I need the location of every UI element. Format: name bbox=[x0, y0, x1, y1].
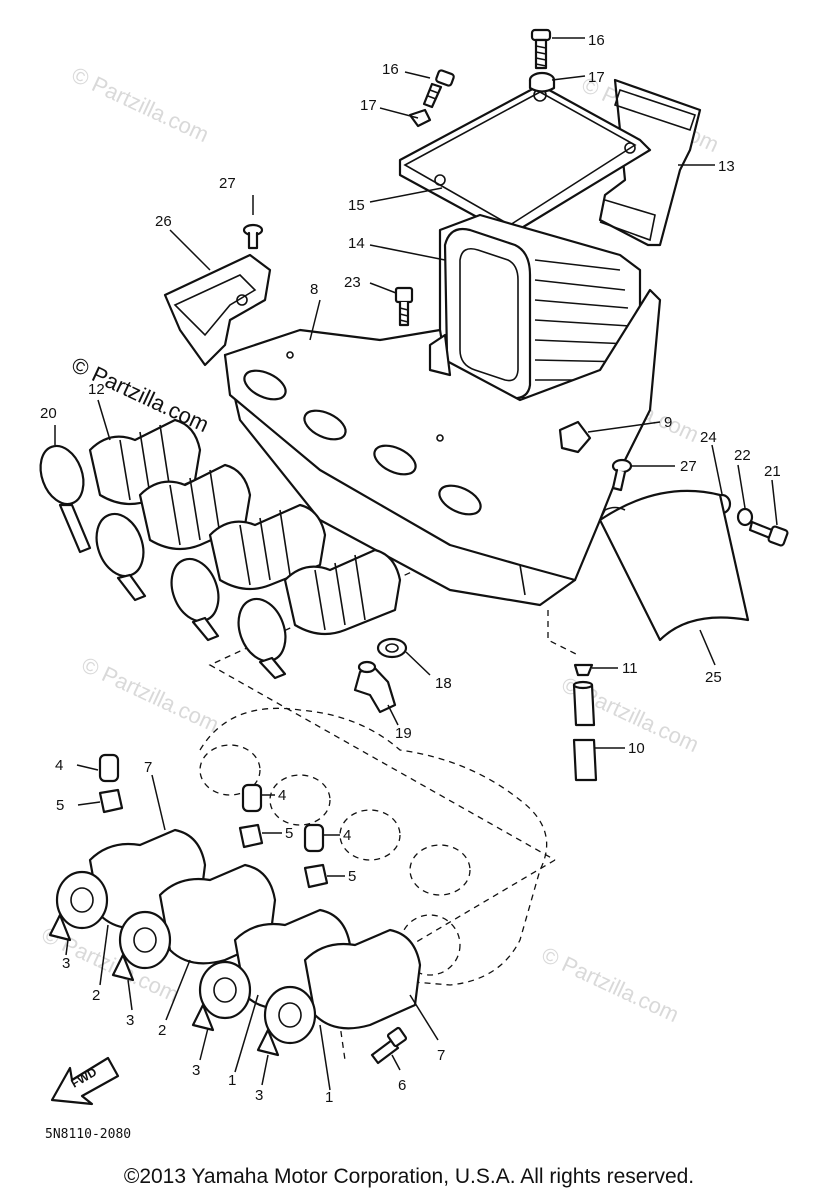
screw-6 bbox=[370, 1026, 408, 1065]
callout-16-left: 16 bbox=[382, 61, 399, 78]
screw-27-upper bbox=[242, 223, 264, 250]
callout-2-b: 2 bbox=[158, 1022, 166, 1039]
callout-26: 26 bbox=[155, 213, 172, 230]
watermark-7: © Partzilla.com bbox=[538, 942, 683, 1027]
callout-7-lower: 7 bbox=[437, 1047, 445, 1064]
side-cover-13 bbox=[598, 78, 702, 247]
callout-1-b: 1 bbox=[325, 1089, 333, 1106]
bolt-16-left bbox=[422, 69, 455, 109]
callout-17-right: 17 bbox=[588, 69, 605, 86]
washer-17-right bbox=[528, 71, 556, 93]
callout-8: 8 bbox=[310, 281, 318, 298]
watermark-4: © Partzilla.com bbox=[78, 652, 223, 737]
callout-18: 18 bbox=[435, 675, 452, 692]
bolt-21 bbox=[748, 520, 789, 547]
callout-labels: 16 16 17 17 13 27 15 14 26 8 23 20 12 9 … bbox=[40, 32, 781, 1106]
callout-2-a: 2 bbox=[92, 987, 100, 1004]
callout-14: 14 bbox=[348, 235, 365, 252]
clip-5-b bbox=[238, 823, 264, 849]
callout-9: 9 bbox=[664, 414, 672, 431]
callout-3-c: 3 bbox=[192, 1062, 200, 1079]
watermark-1: © Partzilla.com bbox=[68, 62, 213, 147]
drawing-code: 5N8110-2080 bbox=[45, 1127, 131, 1142]
callout-3-a: 3 bbox=[62, 955, 70, 972]
callout-27-lower: 27 bbox=[680, 458, 697, 475]
clip-5-c bbox=[303, 863, 329, 889]
callout-27-upper: 27 bbox=[219, 175, 236, 192]
copyright-notice: ©2013 Yamaha Motor Corporation, U.S.A. A… bbox=[123, 1165, 695, 1188]
clip-5-a bbox=[98, 788, 124, 814]
callout-22: 22 bbox=[734, 447, 751, 464]
carb-joint-4 bbox=[256, 928, 422, 1057]
bolt-16-right bbox=[530, 28, 552, 70]
callout-5-a: 5 bbox=[56, 797, 64, 814]
cap-4-a bbox=[98, 753, 120, 783]
callout-15: 15 bbox=[348, 197, 365, 214]
nut-17-left bbox=[408, 108, 432, 128]
callout-6: 6 bbox=[398, 1077, 406, 1094]
washer-22 bbox=[736, 507, 754, 527]
clip-11 bbox=[573, 663, 594, 677]
clamp-20-3 bbox=[170, 557, 220, 642]
panel-25 bbox=[598, 489, 750, 642]
callout-13: 13 bbox=[718, 158, 735, 175]
engine-outline bbox=[199, 707, 548, 986]
cap-4-b bbox=[241, 783, 263, 813]
callout-20: 20 bbox=[40, 405, 57, 422]
callout-17-left: 17 bbox=[360, 97, 377, 114]
air-box-case-8 bbox=[223, 288, 662, 607]
callout-3-d: 3 bbox=[255, 1087, 263, 1104]
callout-1-a: 1 bbox=[228, 1072, 236, 1089]
screw-27-lower bbox=[611, 458, 633, 492]
callout-7-upper: 7 bbox=[144, 759, 152, 776]
cap-4-c bbox=[303, 823, 325, 853]
callout-5-c: 5 bbox=[348, 868, 356, 885]
fwd-arrow-icon: FWD bbox=[50, 1056, 120, 1106]
callout-3-b: 3 bbox=[126, 1012, 134, 1029]
callout-19: 19 bbox=[395, 725, 412, 742]
callout-21: 21 bbox=[764, 463, 781, 480]
bracket-26 bbox=[163, 253, 272, 367]
joint-12-4 bbox=[283, 548, 402, 636]
leader-lines bbox=[54, 37, 778, 1091]
hose-10 bbox=[572, 680, 598, 782]
joint-12-3 bbox=[208, 503, 327, 591]
callout-16-right: 16 bbox=[588, 32, 605, 49]
callout-10: 10 bbox=[628, 740, 645, 757]
callout-24: 24 bbox=[700, 429, 717, 446]
callout-5-b: 5 bbox=[285, 825, 293, 842]
reference-line bbox=[208, 544, 556, 861]
callout-4-c: 4 bbox=[343, 827, 351, 844]
bolt-23 bbox=[394, 286, 414, 327]
clamp-20-4 bbox=[237, 597, 287, 680]
callout-25: 25 bbox=[705, 669, 722, 686]
elbow-19 bbox=[353, 660, 397, 714]
callout-23: 23 bbox=[344, 274, 361, 291]
grommet-18 bbox=[376, 637, 408, 659]
grommet-9 bbox=[558, 420, 592, 454]
clamp-20-1 bbox=[39, 444, 92, 554]
callout-4-a: 4 bbox=[55, 757, 63, 774]
callout-4-b: 4 bbox=[278, 787, 286, 804]
callout-11: 11 bbox=[622, 660, 638, 677]
clamp-20-2 bbox=[95, 512, 147, 602]
callout-12: 12 bbox=[88, 381, 105, 398]
